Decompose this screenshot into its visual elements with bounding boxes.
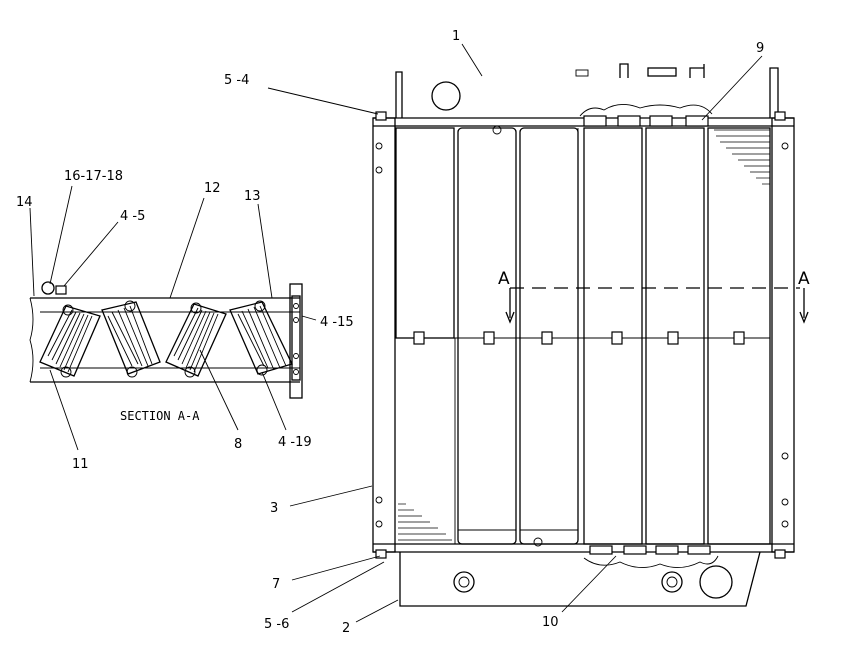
section-tube-4	[229, 301, 293, 375]
callout-1: 1	[452, 29, 460, 44]
callout-12: 12	[204, 181, 221, 196]
leader-lines	[29, 43, 763, 623]
callout-7: 7	[272, 577, 280, 592]
radiator-front-view	[372, 63, 809, 607]
section-tube-3	[165, 303, 227, 377]
callout-8: 8	[234, 437, 242, 452]
callout-10: 10	[542, 615, 559, 630]
callout-3: 3	[270, 501, 278, 516]
section-title: SECTION A-A	[120, 409, 200, 423]
callout-14: 14	[16, 195, 33, 210]
callout-5-4: 5 -4	[224, 73, 249, 88]
hatching-bottom-left	[398, 503, 452, 541]
callout-4-15: 4 -15	[320, 315, 354, 330]
callout-2: 2	[342, 621, 350, 636]
hatching-top-right	[714, 129, 770, 185]
callout-4-19: 4 -19	[278, 435, 312, 450]
section-marker-left: A	[498, 269, 510, 289]
section-tube-2	[101, 301, 161, 375]
mid-bolt-row	[413, 331, 745, 345]
callout-9: 9	[756, 41, 764, 56]
section-a-a-view	[29, 281, 303, 399]
callout-16-17-18: 16-17-18	[64, 169, 123, 184]
callout-4-5: 4 -5	[120, 209, 145, 224]
section-marker-right: A	[798, 269, 810, 289]
callout-5-6: 5 -6	[264, 617, 289, 632]
section-tube-1	[39, 305, 101, 377]
callout-11: 11	[72, 457, 89, 472]
callout-13: 13	[244, 189, 261, 204]
